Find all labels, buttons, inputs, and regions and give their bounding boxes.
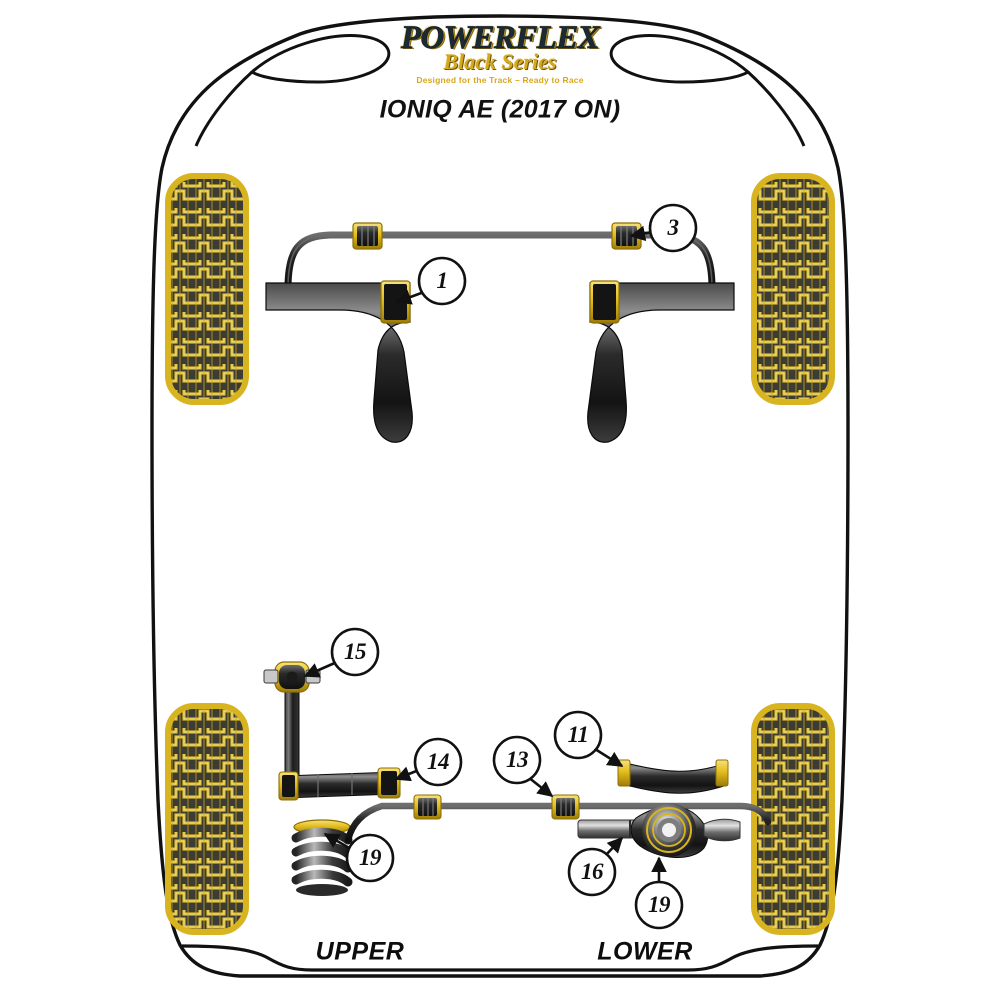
callout-circle-19[interactable] [345, 833, 395, 883]
tyre-rear-right [751, 703, 835, 935]
tyre-front-right [751, 173, 835, 405]
rear-upper-arm-outer-bush [377, 767, 401, 799]
rear-anti-roll-bar-bush-left [413, 794, 442, 820]
callout-circle-16[interactable] [567, 847, 617, 897]
rear-lower-arm [617, 759, 729, 794]
callout-arrow-1 [395, 289, 425, 305]
callout-arrow-14 [394, 766, 420, 782]
rear-subframe-bush [642, 803, 696, 857]
tyre-rear-left [165, 703, 249, 935]
rear-upper-arm-inner-bush [278, 771, 299, 801]
front-anti-roll-bar-bush-left [352, 222, 383, 250]
callout-circle-1[interactable] [417, 256, 467, 306]
rear-anti-roll-bar-bush-right [551, 794, 580, 820]
callout-markers [303, 203, 698, 930]
front-lower-wishbone-front-bush-right [589, 280, 620, 324]
callout-arrow-11 [594, 747, 624, 768]
callout-arrow-3 [629, 225, 653, 242]
callout-circle-15[interactable] [330, 627, 380, 677]
rear-upper-link [284, 683, 300, 783]
front-lower-wishbone-front-bush-left [380, 280, 411, 324]
callout-circle-14[interactable] [413, 737, 463, 787]
callout-circle-19[interactable] [634, 880, 684, 930]
callout-arrow-19 [323, 832, 352, 851]
front-anti-roll-bar [284, 231, 716, 292]
callout-arrow-15 [303, 660, 338, 678]
vehicle-body-outline [150, 14, 850, 978]
callout-circle-11[interactable] [553, 710, 603, 760]
rear-coil-spring [291, 819, 353, 896]
callout-arrow-13 [527, 775, 554, 798]
tyre-front-left [165, 173, 249, 405]
callout-circle-3[interactable] [648, 203, 698, 253]
rear-upper-link-outer-bush [263, 661, 321, 693]
callout-circle-13[interactable] [492, 735, 542, 785]
